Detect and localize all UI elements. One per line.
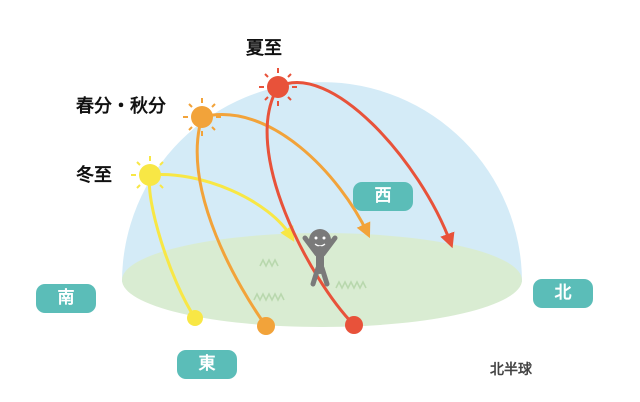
summer-solstice-path [265, 81, 455, 327]
summer-sunrise-dot [345, 316, 363, 334]
direction-south-badge: 南 [36, 284, 96, 313]
summer-sun-icon [259, 68, 297, 106]
ground-plane [122, 233, 522, 327]
grass-icon [253, 258, 367, 302]
equinox-path [195, 113, 371, 328]
winter-sun-icon [131, 156, 169, 194]
winter-solstice-label: 冬至 [76, 165, 112, 186]
direction-east-badge: 東 [177, 350, 237, 379]
winter-sunrise-dot [187, 310, 203, 326]
direction-west-badge: 西 [353, 182, 413, 211]
direction-north-badge: 北 [533, 279, 593, 308]
equinox-label: 春分・秋分 [76, 96, 166, 117]
hemisphere-label: 北半球 [490, 362, 532, 378]
sky-dome [122, 82, 522, 283]
person-icon [302, 229, 338, 287]
equinox-sunrise-dot [257, 317, 275, 335]
summer-solstice-label: 夏至 [246, 38, 282, 59]
equinox-sun-icon [183, 98, 221, 136]
